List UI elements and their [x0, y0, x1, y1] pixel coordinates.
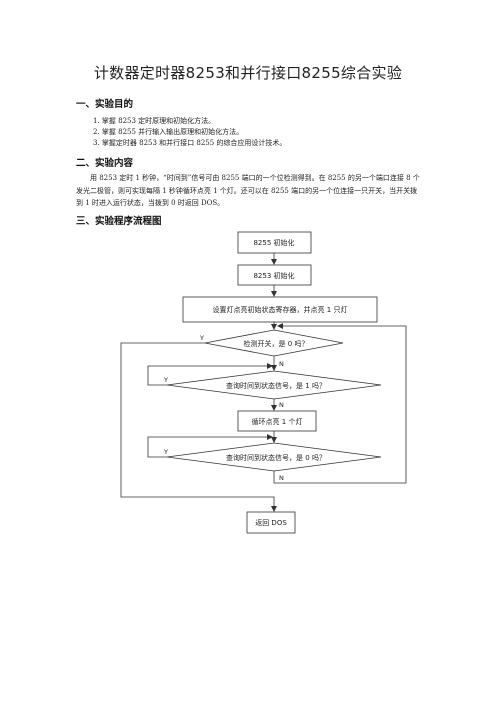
- label-check-switch: 检测开关，是 0 吗？: [244, 339, 309, 348]
- box-setup-led: [182, 296, 378, 323]
- label-no-query1: N: [279, 401, 284, 409]
- content-paragraph: 用 8253 定时 1 秒钟，“时间到”信号可由 8255 端口的一个位检测得到…: [76, 174, 420, 207]
- document-title: 计数器定时器8253和并行接口8255综合实验: [93, 64, 403, 82]
- label-setup-led: 设置灯点亮初始状态寄存器，并点亮 1 只灯: [213, 305, 348, 314]
- box-return-dos: [246, 511, 296, 534]
- section-heading-flowchart: 三、实验程序流程图: [76, 216, 162, 227]
- label-return-dos: 返回 DOS: [255, 519, 287, 527]
- label-no-switch: N: [279, 360, 284, 368]
- purpose-item-2: 2. 掌握 8255 并行输入输出原理和初始化方法。: [93, 128, 244, 136]
- purpose-item-1: 1. 掌握 8253 定时原理和初始化方法。: [93, 117, 216, 125]
- label-init-8253: 8253 初始化: [253, 271, 294, 280]
- box-cycle-led: [237, 410, 317, 432]
- section-heading-purpose: 一、实验目的: [76, 99, 134, 110]
- label-no-query0: N: [279, 474, 284, 482]
- label-query-time-1: 查询时间到状态信号，是 1 吗？: [226, 381, 326, 390]
- label-init-8255: 8255 初始化: [253, 238, 294, 247]
- box-init-8253: [237, 264, 312, 286]
- label-yes-query1: Y: [163, 376, 168, 384]
- purpose-item-3: 3. 掌握定时器 8253 和并行接口 8255 的综合应用设计技术。: [93, 139, 287, 147]
- label-cycle-led: 循环点亮 1 个灯: [252, 417, 303, 426]
- section-heading-content: 二、实验内容: [76, 158, 134, 169]
- label-yes-switch: Y: [199, 334, 204, 342]
- box-init-8255: [237, 231, 312, 254]
- label-yes-query0: Y: [163, 448, 168, 456]
- label-query-time-0: 查询时间到状态信号，是 0 吗？: [226, 453, 326, 462]
